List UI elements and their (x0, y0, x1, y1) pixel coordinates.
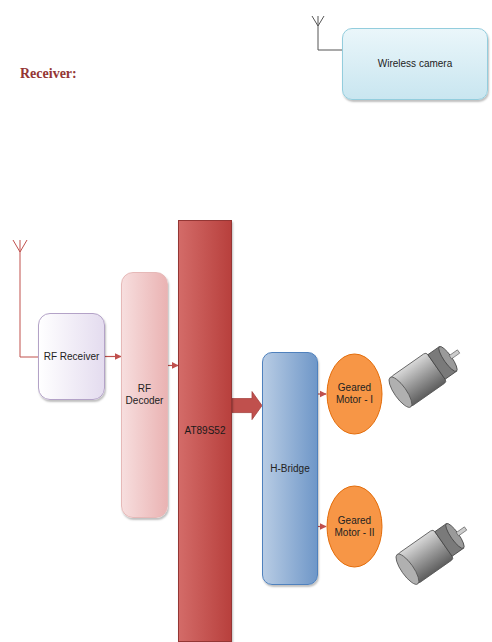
motor-picture (385, 337, 469, 411)
motor-ellipse: Geared Motor - I (326, 353, 383, 435)
signal-arrow (168, 365, 178, 366)
driver-box: H-Bridge (262, 352, 318, 585)
section-label: Receiver: (20, 66, 77, 82)
antenna-symbol (312, 16, 342, 50)
signal-arrow (318, 393, 326, 394)
signal-arrow (318, 526, 326, 527)
ellipse-shape (327, 486, 382, 567)
node-text: Geared Motor - II (331, 515, 378, 539)
antenna-symbol (13, 240, 38, 357)
signal-arrow (105, 356, 121, 357)
motor-ellipse: Geared Motor - II (326, 485, 383, 568)
ellipse-shape (327, 354, 382, 434)
motor-picture (392, 514, 476, 588)
camera-box: Wireless camera (342, 28, 488, 100)
node-text: Wireless camera (378, 58, 452, 70)
node-text: AT89S52 (185, 425, 226, 437)
decoder-box: RF Decoder (121, 272, 168, 518)
microcontroller-box: AT89S52 (178, 220, 232, 642)
node-text: RF Decoder (125, 383, 164, 407)
node-text: RF Receiver (44, 351, 100, 363)
receiver-box: RF Receiver (38, 313, 105, 400)
node-text: Geared Motor - I (331, 382, 378, 406)
block-arrow (232, 392, 262, 420)
node-text: H-Bridge (270, 463, 309, 475)
